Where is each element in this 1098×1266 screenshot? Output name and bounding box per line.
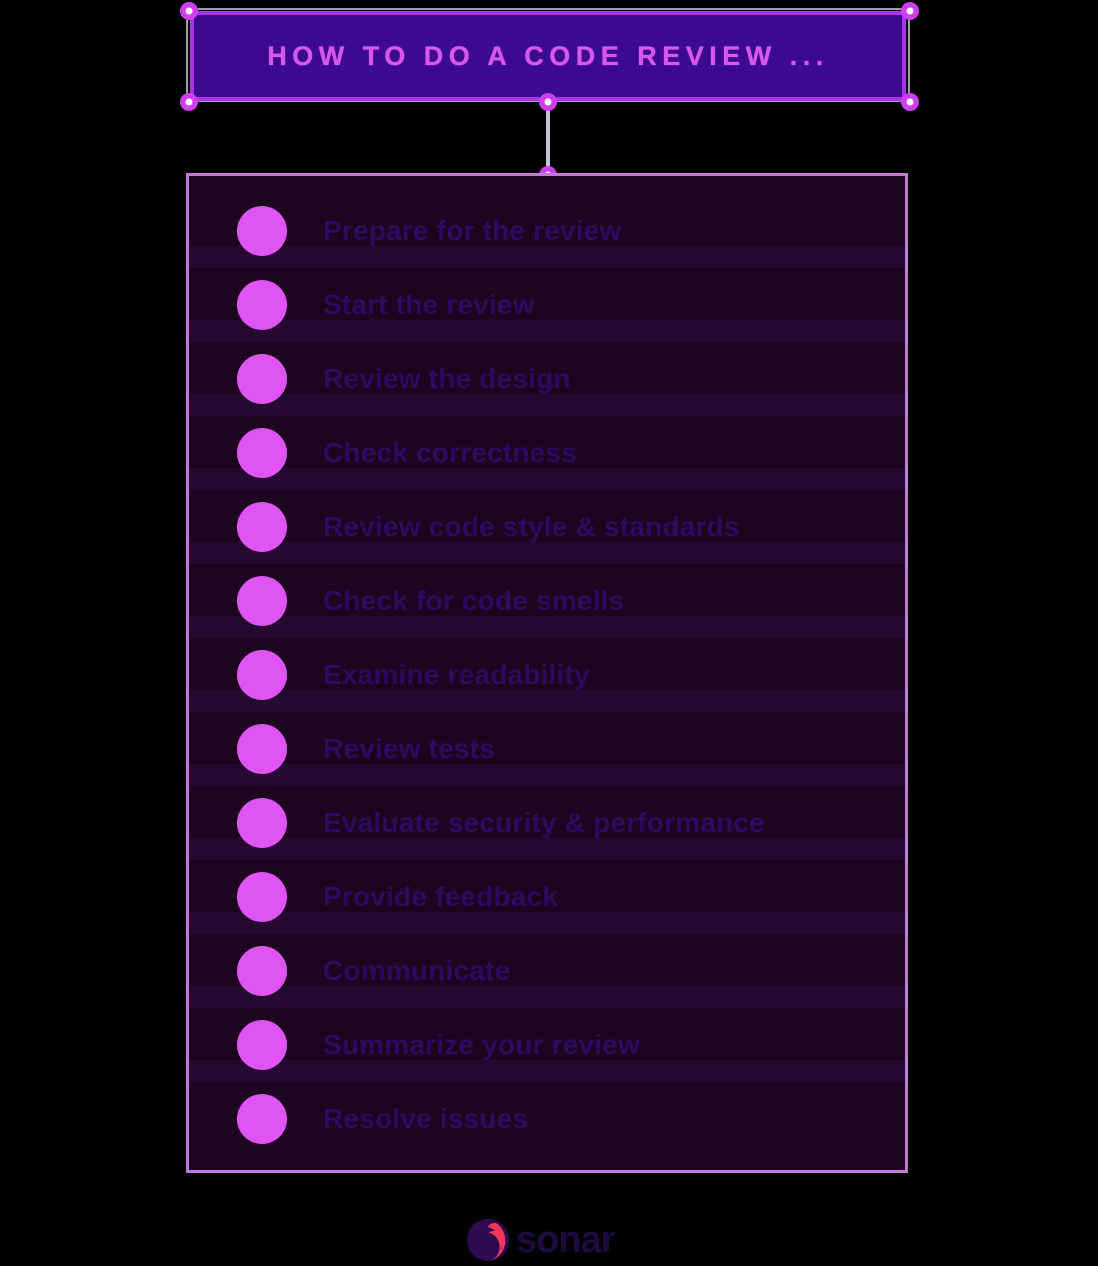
sonar-logo: sonar [466,1214,636,1266]
bullet-icon [237,502,287,552]
list-item[interactable]: Examine readability [189,638,905,712]
selection-guide-right [908,8,910,102]
bullet-icon [237,576,287,626]
bullet-icon [237,1020,287,1070]
list-item-label: Examine readability [323,659,590,690]
list-item[interactable]: Check correctness [189,416,905,490]
list-item[interactable]: Review tests [189,712,905,786]
sonar-mark-icon [466,1218,510,1262]
list-item-label: Review code style & standards [323,511,740,542]
connector-line [546,101,550,175]
list-item-label: Review the design [323,363,571,394]
handle-top-right[interactable] [901,2,919,20]
bullet-icon [237,872,287,922]
list-item[interactable]: Communicate [189,934,905,1008]
list-item-label: Prepare for the review [323,215,622,246]
handle-top-left[interactable] [180,2,198,20]
bullet-icon [237,1094,287,1144]
title-node[interactable]: HOW TO DO A CODE REVIEW ... [190,11,906,101]
list-item-label: Communicate [323,955,511,986]
list-item[interactable]: Summarize your review [189,1008,905,1082]
list-item-label: Provide feedback [323,881,559,912]
list-item[interactable]: Start the review [189,268,905,342]
list-item[interactable]: Provide feedback [189,860,905,934]
bullet-icon [237,798,287,848]
bullet-icon [237,428,287,478]
list-item-label: Summarize your review [323,1029,640,1060]
selection-guide-left [186,8,188,102]
bullet-icon [237,206,287,256]
bullet-icon [237,280,287,330]
list-item-label: Review tests [323,733,496,764]
list-item[interactable]: Resolve issues [189,1082,905,1156]
list-item-label: Resolve issues [323,1103,529,1134]
page-title: HOW TO DO A CODE REVIEW ... [267,40,829,71]
list-item[interactable]: Review the design [189,342,905,416]
bullet-icon [237,650,287,700]
handle-bottom-left[interactable] [180,93,198,111]
handle-bottom-right[interactable] [901,93,919,111]
steps-panel[interactable]: Prepare for the review Start the review … [186,173,908,1173]
bullet-icon [237,724,287,774]
bullet-icon [237,354,287,404]
list-item-label: Check correctness [323,437,577,468]
list-item-label: Start the review [323,289,535,320]
list-item[interactable]: Evaluate security & performance [189,786,905,860]
handle-bottom-center[interactable] [539,93,557,111]
list-item-label: Check for code smells [323,585,625,616]
selection-guide-top [189,8,910,10]
list-item[interactable]: Prepare for the review [189,194,905,268]
sonar-wordmark: sonar [516,1219,615,1261]
steps-list: Prepare for the review Start the review … [189,194,905,1160]
list-item[interactable]: Check for code smells [189,564,905,638]
bullet-icon [237,946,287,996]
list-item-label: Evaluate security & performance [323,807,765,838]
list-item[interactable]: Review code style & standards [189,490,905,564]
